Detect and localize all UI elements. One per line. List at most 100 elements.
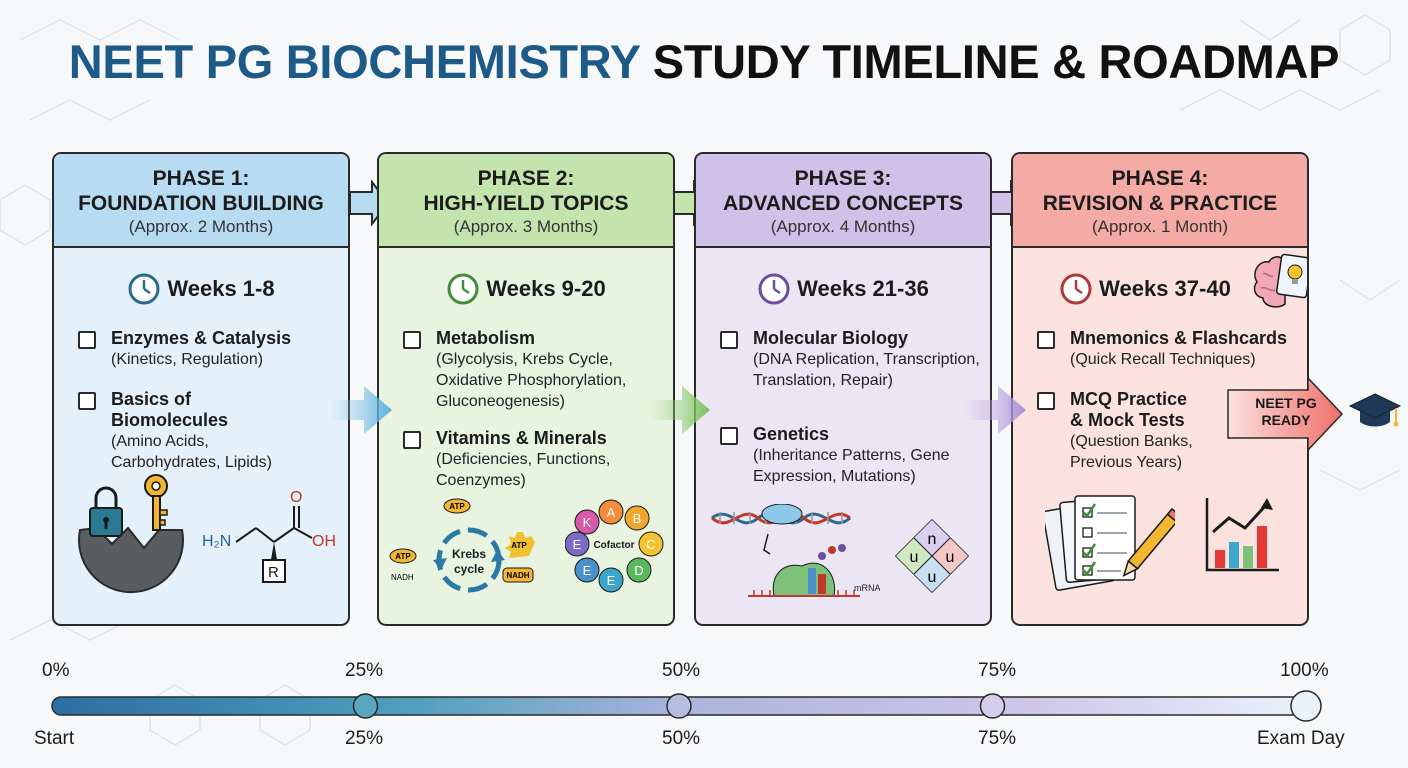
phase-2-weeks-label: Weeks 9-20	[486, 276, 606, 302]
checkbox[interactable]	[78, 392, 96, 410]
ready-line2: READY	[1261, 412, 1311, 428]
phase-2-title-line2: HIGH-YIELD TOPICS	[423, 192, 629, 215]
vitamin-e: E	[607, 573, 616, 588]
topic-description: (Glycolysis, Krebs Cycle, Oxidative Phos…	[436, 351, 627, 410]
phase-4-duration: (Approx. 1 Month)	[1091, 217, 1229, 236]
mock-test-papers-icon	[1045, 495, 1175, 591]
vitamin-c: C	[646, 537, 655, 552]
phase-3-title-line1: PHASE 3:	[794, 167, 892, 190]
r-group-label: R	[268, 564, 279, 581]
timeline-end-label: Exam Day	[1257, 728, 1345, 749]
phase-1-topic-2[interactable]: Basics of Biomolecules (Amino Acids, Car…	[78, 389, 308, 473]
vitamin-k: K	[583, 515, 592, 530]
topic-name: Vitamins & Minerals	[436, 428, 607, 448]
phase-3-weeks: Weeks 21-36	[696, 270, 990, 307]
title-highlight: NEET PG BIOCHEMISTRY	[68, 35, 640, 88]
phase-1-weeks-label: Weeks 1-8	[167, 276, 275, 302]
topic-name: Enzymes & Catalysis	[111, 328, 292, 348]
punnett-square: n u u u	[894, 518, 970, 594]
progress-label-top: 25%	[345, 660, 384, 681]
phase-flow-arrow-2	[648, 386, 710, 434]
milestone-marker	[352, 693, 379, 719]
vitamin-e: E	[583, 563, 592, 578]
phase-4-title-line1: PHASE 4:	[1111, 167, 1209, 190]
atp-label: ATP	[449, 502, 465, 511]
amine-group-label: H₂N	[202, 533, 231, 550]
checkbox[interactable]	[78, 331, 96, 349]
phase-4-topic-1[interactable]: Mnemonics & Flashcards (Quick Recall Tec…	[1037, 328, 1297, 370]
progress-label-top: 50%	[662, 660, 701, 681]
phase-4-title-line2: REVISION & PRACTICE	[1042, 192, 1278, 215]
phase-3-title-line2: ADVANCED CONCEPTS	[723, 192, 963, 215]
topic-name: Mnemonics & Flashcards	[1070, 328, 1288, 348]
brain-lightbulb-icon	[1253, 253, 1307, 308]
progress-label-bottom: 25%	[345, 728, 384, 749]
topic-description: (Inheritance Patterns, Gene Expression, …	[753, 447, 950, 485]
ready-line1: NEET PG	[1255, 395, 1317, 411]
phase-1-topic-1[interactable]: Enzymes & Catalysis (Kinetics, Regulatio…	[78, 328, 338, 370]
topic-description: (Kinetics, Regulation)	[111, 351, 264, 368]
clock-icon	[758, 273, 790, 305]
phase-3-topic-1[interactable]: Molecular Biology (DNA Replication, Tran…	[720, 328, 980, 391]
clock-icon	[447, 273, 479, 305]
atp-label: ATP	[395, 552, 411, 561]
allele-n: n	[928, 531, 937, 548]
atp-label: ATP	[511, 541, 527, 550]
checkbox[interactable]	[403, 431, 421, 449]
milestone-markers	[352, 690, 1322, 722]
phase-2-header: PHASE 2: HIGH-YIELD TOPICS (Approx. 3 Mo…	[379, 154, 673, 248]
neet-pg-ready-arrow	[1227, 376, 1344, 452]
topic-name: MCQ Practice & Mock Tests	[1070, 389, 1188, 430]
vitamin-a: A	[607, 505, 616, 520]
checkbox[interactable]	[1037, 331, 1055, 349]
phase-1-title-line2: FOUNDATION BUILDING	[78, 192, 324, 215]
cofactor-label: Cofactor	[593, 540, 634, 551]
checkbox[interactable]	[1037, 392, 1055, 410]
page-title: NEET PG BIOCHEMISTRY STUDY TIMELINE & RO…	[0, 34, 1408, 89]
checkbox[interactable]	[720, 427, 738, 445]
phase-4-weeks: Weeks 37-40	[1013, 270, 1307, 307]
phase-3-weeks-label: Weeks 21-36	[797, 276, 929, 302]
progress-label-bottom: 50%	[662, 728, 701, 749]
topic-name: Genetics	[753, 424, 830, 444]
milestone-marker	[979, 693, 1006, 719]
mrna-label: mRNA	[854, 583, 880, 593]
krebs-cycle-label-1: Krebs	[452, 547, 486, 561]
vitamin-b: B	[633, 511, 642, 526]
vitamin-cofactor-cluster: K A B C D E E E Cofactor	[565, 499, 664, 593]
phase-4-topic-2[interactable]: MCQ Practice & Mock Tests (Question Bank…	[1037, 389, 1197, 473]
topic-description: (Amino Acids, Carbohydrates, Lipids)	[111, 433, 272, 471]
phase-4-card: PHASE 4: REVISION & PRACTICE (Approx. 1 …	[1011, 152, 1309, 626]
vitamin-e: E	[573, 537, 582, 552]
phase-1-duration: (Approx. 2 Months)	[128, 217, 274, 236]
phase-1-title-line1: PHASE 1:	[152, 167, 250, 190]
progress-label-bottom: 75%	[978, 728, 1017, 749]
topic-name: Metabolism	[436, 328, 536, 348]
phase-flow-arrow-3	[964, 386, 1026, 434]
topic-description: (Question Banks, Previous Years)	[1070, 433, 1193, 471]
checkbox[interactable]	[403, 331, 421, 349]
progress-label-top: 75%	[978, 660, 1017, 681]
allele-u: u	[928, 569, 937, 586]
milestone-marker	[666, 693, 692, 719]
phase-2-title-line1: PHASE 2:	[477, 167, 575, 190]
phase-2-topic-1[interactable]: Metabolism (Glycolysis, Krebs Cycle, Oxi…	[403, 328, 663, 412]
topic-description: (Quick Recall Techniques)	[1070, 351, 1256, 368]
graduation-cap-icon	[1348, 393, 1402, 427]
phase-2-duration: (Approx. 3 Months)	[453, 217, 599, 236]
phase-2-topic-2[interactable]: Vitamins & Minerals (Deficiencies, Funct…	[403, 428, 663, 491]
topic-name: Basics of Biomolecules	[111, 389, 229, 430]
phase-1-header: PHASE 1: FOUNDATION BUILDING (Approx. 2 …	[54, 154, 348, 248]
krebs-cycle-label-2: cycle	[454, 562, 484, 576]
oxygen-label: O	[290, 489, 302, 506]
phase-1-weeks: Weeks 1-8	[54, 270, 348, 307]
topic-description: (Deficiencies, Functions, Coenzymes)	[436, 451, 611, 489]
phase-3-topic-2[interactable]: Genetics (Inheritance Patterns, Gene Exp…	[720, 424, 980, 487]
checkbox[interactable]	[720, 331, 738, 349]
neet-pg-ready-badge: NEET PG READY	[1236, 395, 1336, 429]
hydroxyl-label: OH	[312, 533, 336, 550]
topic-description: (DNA Replication, Transcription, Transla…	[753, 351, 980, 389]
nadh-label: NADH	[391, 573, 414, 582]
allele-u: u	[946, 549, 955, 566]
